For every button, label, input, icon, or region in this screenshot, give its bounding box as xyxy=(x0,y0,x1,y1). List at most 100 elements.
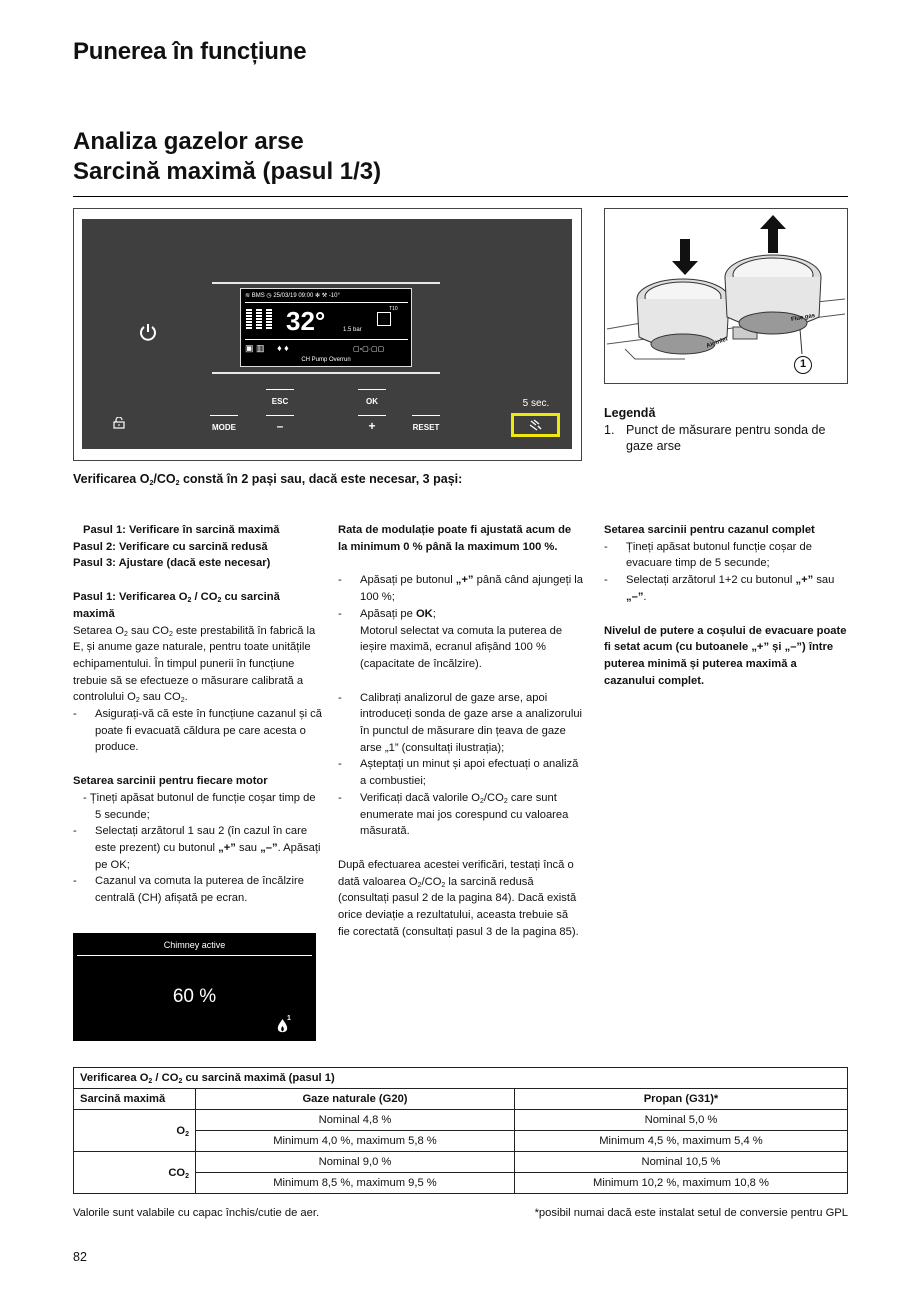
hold-duration-hint: 5 sec. xyxy=(522,398,550,409)
outdoor-temp: -10° xyxy=(328,293,340,299)
burner-collars-drawing xyxy=(606,215,846,360)
motor-load-bullet-2: -Selectați arzătorul 1 sau 2 (în cazul î… xyxy=(73,825,321,871)
col2-bullet-2: -Apăsați pe OK; xyxy=(338,607,436,620)
reset-button-line xyxy=(412,415,440,416)
snowflake-icon: ✻ xyxy=(315,293,321,299)
reset-button[interactable]: RESET xyxy=(412,423,440,432)
chimney-screen-title: Chimney active xyxy=(163,940,226,950)
minus-button[interactable]: – xyxy=(276,419,284,433)
plus-button-line xyxy=(358,415,386,416)
flame-icon: ♦ xyxy=(277,343,282,353)
table-header-load: Sarcină maximă xyxy=(73,1088,196,1110)
step-1-heading: Pasul 1: Verificarea O2 / CO2 cu sarcină… xyxy=(73,591,280,620)
wrench-icon: ⚒ xyxy=(321,293,328,299)
intro-statement: Verificarea O2/CO2 constă în 2 pași sau,… xyxy=(73,472,463,487)
legend-item-text: Punct de măsurare pentru sonda de gaze a… xyxy=(626,422,826,454)
page-title-line2: Sarcină maximă (pasul 1/3) xyxy=(73,158,382,185)
col3-bullet-1: -Țineți apăsat butonul funcție coșar de … xyxy=(604,540,812,570)
column-3: Setarea sarcinii pentru cazanul complet … xyxy=(604,522,848,689)
callout-1: 1 xyxy=(794,356,812,374)
motor-load-bullet-1: - Țineți apăsat butonul de funcție coșar… xyxy=(83,791,316,821)
table-header-g20: Gaze naturale (G20) xyxy=(195,1088,515,1110)
table-row-o2-label: O2 xyxy=(73,1109,196,1152)
clock-icon: ◷ xyxy=(266,293,272,299)
col2-bullet-1: -Apăsați pe butonul „+” până când ajunge… xyxy=(338,574,584,604)
table-header-g31: Propan (G31)* xyxy=(514,1088,848,1110)
co2-g31-nominal: Nominal 10,5 % xyxy=(514,1151,848,1173)
chimney-sweep-icon xyxy=(529,419,542,431)
display-status-text: CH Pump Overrun xyxy=(301,357,351,363)
step-3-summary: Pasul 3: Ajustare (dacă este necesar) xyxy=(73,557,271,570)
flame-2-icon: ♦ xyxy=(284,343,289,353)
section-header: Punerea în funcțiune xyxy=(73,38,307,65)
step-1-paragraph: Setarea O2 sau CO2 este prestabilită în … xyxy=(73,624,316,705)
col2-bullet-4: -Așteptați un minut și apoi efectuați o … xyxy=(338,758,579,788)
hot-water-icon: ▣ xyxy=(245,343,254,353)
co2-g20-range: Minimum 8,5 %, maximum 9,5 % xyxy=(195,1172,515,1194)
table-note-right: *posibil numai dacă este instalat setul … xyxy=(534,1207,848,1219)
flame-icon xyxy=(277,1019,288,1033)
page-number: 82 xyxy=(73,1250,87,1264)
motor-load-heading: Setarea sarcinii pentru fiecare motor xyxy=(73,775,268,788)
esc-button[interactable]: ESC xyxy=(271,397,289,406)
table-note-left: Valorile sunt valabile cu capac închis/c… xyxy=(73,1207,320,1219)
mode-button[interactable]: MODE xyxy=(212,423,236,432)
table-caption: Verificarea O2 / CO2 cu sarcină maximă (… xyxy=(73,1067,848,1089)
flue-gas-measuring-point-illustration: Air inlet Flue gas 1 xyxy=(604,208,848,384)
step-1-bullet: -Asigurați-vă că este în funcțiune cazan… xyxy=(73,708,322,754)
zone-icons: ▢▫▢·▢▢ xyxy=(353,346,385,353)
ok-button-line xyxy=(358,389,386,390)
motor-load-bullet-3: -Cazanul va comuta la puterea de încălzi… xyxy=(73,875,304,905)
step-1-summary: Pasul 1: Verificare în sarcină maximă xyxy=(83,524,280,536)
column-1: Pasul 1: Verificare în sarcină maximă Pa… xyxy=(73,522,323,907)
complete-boiler-heading: Setarea sarcinii pentru cazanul complet xyxy=(604,524,815,536)
legend-title: Legendă xyxy=(604,406,656,420)
plus-button[interactable]: + xyxy=(368,419,376,433)
o2-g31-range: Minimum 4,5 %, maximum 5,4 % xyxy=(514,1130,848,1152)
col3-bullet-2: -Selectați arzătorul 1+2 cu butonul „+” … xyxy=(604,574,835,603)
boiler-display: ≋ BMS ◷ 25/03/19 09:00 ✻ ⚒ -10° 32° 1.5 … xyxy=(240,288,412,367)
display-status-bar: ≋ BMS ◷ 25/03/19 09:00 ✻ ⚒ -10° xyxy=(245,292,340,299)
ok-button[interactable]: OK xyxy=(366,397,378,406)
column-2: Rata de modulație poate fi ajustată acum… xyxy=(338,522,583,940)
bms-label: BMS xyxy=(251,293,265,299)
col2-bullet-5: -Verificați dacă valorile O2/CO2 care su… xyxy=(338,791,569,838)
co2-g31-range: Minimum 10,2 %, maximum 10,8 % xyxy=(514,1172,848,1194)
title-divider xyxy=(73,196,848,197)
col2-bullet-3: -Calibrați analizorul de gaze arse, apoi… xyxy=(338,691,583,754)
page-title: Analiza gazelor arse Sarcină maximă (pas… xyxy=(73,127,381,187)
legend-item-number: 1. xyxy=(604,422,615,437)
chimney-power-paragraph: Nivelul de putere a coșului de evacuare … xyxy=(604,624,847,687)
legend: Legendă 1. Punct de măsurare pentru sond… xyxy=(604,405,854,455)
chimney-button-highlight[interactable] xyxy=(511,413,560,437)
minus-button-line xyxy=(266,415,294,416)
col2-followup-paragraph: După efectuarea acestei verificări, test… xyxy=(338,858,579,938)
table-row-co2-label: CO2 xyxy=(73,1151,196,1194)
panel-line-top xyxy=(212,282,440,284)
pump-icon xyxy=(377,312,391,326)
page-title-line1: Analiza gazelor arse xyxy=(73,128,304,155)
display-mode-icons: ▣ ▥ ♦ ♦ xyxy=(245,343,289,354)
power-icon[interactable] xyxy=(139,323,157,341)
esc-button-line xyxy=(266,389,294,390)
step-2-summary: Pasul 2: Verificare cu sarcină redusă xyxy=(73,540,268,553)
pump-label: T10 xyxy=(389,306,398,312)
control-panel: ≋ BMS ◷ 25/03/19 09:00 ✻ ⚒ -10° 32° 1.5 … xyxy=(82,219,572,449)
o2-g31-nominal: Nominal 5,0 % xyxy=(514,1109,848,1131)
display-pressure: 1.5 bar xyxy=(343,327,362,333)
co2-g20-nominal: Nominal 9,0 % xyxy=(195,1151,515,1173)
radiator-bars-icon xyxy=(246,309,272,329)
heating-icon: ▥ xyxy=(256,343,265,353)
panel-line-bottom xyxy=(212,372,440,374)
unlock-icon[interactable] xyxy=(113,417,125,429)
modulation-heading: Rata de modulație poate fi ajustată acum… xyxy=(338,524,572,553)
display-temperature: 32° xyxy=(286,306,326,336)
o2-g20-range: Minimum 4,0 %, maximum 5,8 % xyxy=(195,1130,515,1152)
display-date-time: 25/03/19 09:00 xyxy=(273,293,314,299)
chimney-active-screen: Chimney active 60 % 1 xyxy=(73,933,316,1041)
chimney-power-value: 60 % xyxy=(172,986,217,1007)
max-load-check-table: Verificarea O2 / CO2 cu sarcină maximă (… xyxy=(73,1067,848,1194)
flame-index: 1 xyxy=(287,1015,291,1022)
col2-bullet-2-detail: Motorul selectat va comuta la puterea de… xyxy=(360,624,563,670)
mode-button-line xyxy=(210,415,238,416)
